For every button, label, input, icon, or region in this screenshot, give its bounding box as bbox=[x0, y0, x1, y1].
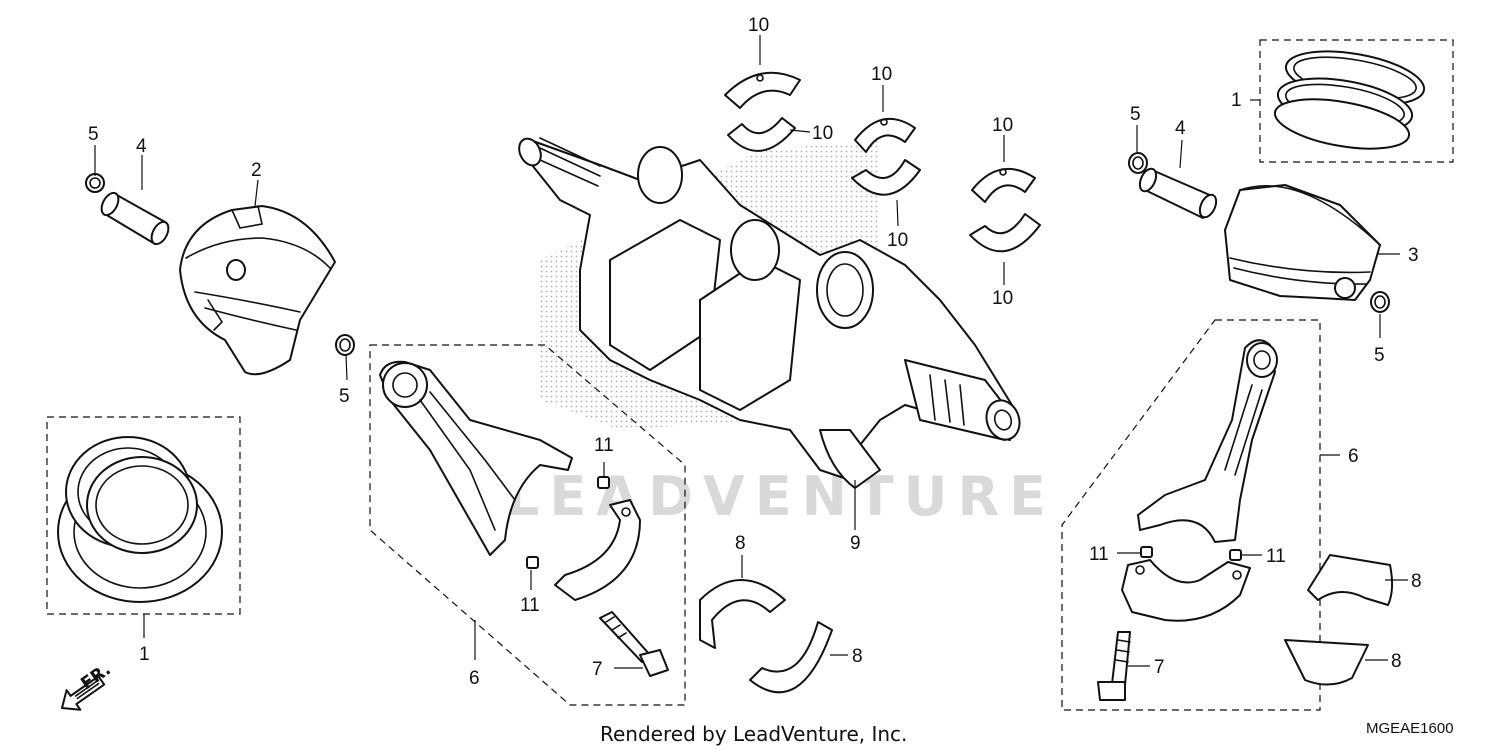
callout-7-left: 7 bbox=[592, 659, 603, 680]
connecting-rod-cap-right[interactable] bbox=[1121, 559, 1251, 622]
watermark-text: LEADVENTURE bbox=[505, 465, 1056, 528]
callout-6-left: 6 bbox=[469, 668, 480, 689]
piston-pin-clip-right-top[interactable] bbox=[1128, 152, 1148, 174]
callout-2: 2 bbox=[251, 160, 262, 181]
callout-1-right: 1 bbox=[1231, 90, 1242, 111]
piston-pin-clip-left-bottom[interactable] bbox=[335, 334, 355, 356]
main-bearing-upper-b[interactable] bbox=[854, 118, 916, 153]
dowel-pin-left-bottom[interactable] bbox=[526, 556, 539, 569]
connecting-rod-cap-left[interactable] bbox=[554, 499, 641, 601]
piston-pin-left[interactable] bbox=[98, 190, 172, 247]
callout-1-left: 1 bbox=[139, 644, 150, 665]
callout-8-right-top: 8 bbox=[1411, 571, 1422, 592]
callout-9: 9 bbox=[850, 533, 861, 554]
footer-attribution: Rendered by LeadVenture, Inc. bbox=[600, 722, 907, 746]
rod-bearing-right-bottom[interactable] bbox=[1284, 639, 1369, 686]
callout-10-b: 10 bbox=[812, 123, 833, 144]
callout-6-right: 6 bbox=[1348, 446, 1359, 467]
rod-bearing-mid-bottom[interactable] bbox=[749, 621, 833, 694]
piston-ring-set-right[interactable] bbox=[1259, 39, 1454, 163]
callout-7-right: 7 bbox=[1154, 657, 1165, 678]
callout-5-right-bottom: 5 bbox=[1374, 345, 1385, 366]
callout-8-right-bottom: 8 bbox=[1391, 651, 1402, 672]
piston-pin-clip-right-bottom[interactable] bbox=[1370, 291, 1390, 313]
piston-left[interactable] bbox=[179, 205, 336, 376]
piston-right[interactable] bbox=[1224, 184, 1381, 301]
main-bearing-lower-b[interactable] bbox=[851, 159, 921, 196]
callout-11-right-a: 11 bbox=[1089, 544, 1109, 565]
callout-4-left: 4 bbox=[136, 136, 147, 157]
front-direction-arrow: FR. bbox=[61, 660, 115, 711]
dowel-pin-right-b[interactable] bbox=[1229, 549, 1242, 561]
dowel-pin-left-top[interactable] bbox=[597, 476, 610, 489]
rod-bolt-right[interactable] bbox=[1097, 631, 1131, 701]
callout-10-c: 10 bbox=[871, 64, 892, 85]
callout-5-left-bottom: 5 bbox=[339, 386, 350, 407]
callout-3: 3 bbox=[1408, 245, 1419, 266]
rod-bearing-mid-top[interactable] bbox=[699, 579, 786, 649]
crankshaft[interactable] bbox=[515, 135, 1025, 489]
connecting-rod-left-group[interactable] bbox=[369, 344, 686, 706]
dowel-pin-right-a[interactable] bbox=[1140, 546, 1153, 558]
callout-labels: 5 4 2 5 1 10 10 10 10 10 10 1 5 4 3 5 6 … bbox=[88, 15, 1422, 689]
main-bearing-upper-c[interactable] bbox=[971, 168, 1036, 203]
piston-ring-set-left[interactable] bbox=[46, 416, 241, 615]
callout-5-left-top: 5 bbox=[88, 124, 99, 145]
callout-11-left-bottom: 11 bbox=[520, 595, 540, 616]
callout-5-right-top: 5 bbox=[1130, 104, 1141, 125]
callout-10-e: 10 bbox=[992, 115, 1013, 136]
callout-4-right: 4 bbox=[1175, 118, 1186, 139]
callout-10-f: 10 bbox=[992, 288, 1013, 309]
callout-10-a: 10 bbox=[748, 15, 769, 36]
connecting-rod-right-group[interactable] bbox=[1061, 319, 1321, 711]
callout-11-left-top: 11 bbox=[594, 435, 614, 456]
main-bearing-upper-a[interactable] bbox=[724, 71, 801, 109]
callout-11-right-b: 11 bbox=[1266, 546, 1286, 567]
main-bearing-lower-c[interactable] bbox=[969, 213, 1041, 253]
diagram-code: MGEAE1600 bbox=[1366, 720, 1454, 737]
rod-bearing-right-top[interactable] bbox=[1307, 554, 1394, 606]
leader-lines bbox=[94, 35, 1408, 669]
callout-8-mid-bottom: 8 bbox=[852, 646, 863, 667]
callout-8-mid-top: 8 bbox=[735, 533, 746, 554]
rod-bolt-left[interactable] bbox=[599, 611, 669, 677]
main-bearing-lower-a[interactable] bbox=[727, 117, 796, 152]
piston-pin-right[interactable] bbox=[1137, 166, 1220, 220]
callout-10-d: 10 bbox=[887, 230, 908, 251]
piston-pin-clip-left-top[interactable] bbox=[85, 173, 105, 193]
